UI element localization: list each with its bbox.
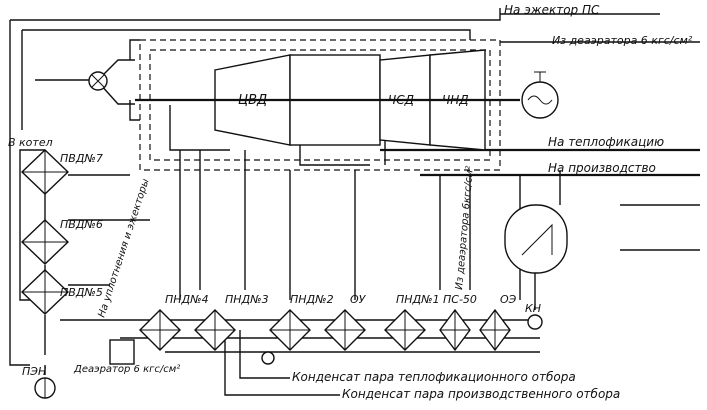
stop-valve [88,71,108,91]
pnd2-label: ПНД№2 [290,293,334,306]
to-boiler-label: В котел [8,136,53,149]
drain-pump-icon [261,351,275,365]
kn-label: КН [525,302,541,315]
ou-label: ОУ [350,293,367,306]
ejector-label: На эжектор ПС [504,3,600,17]
production-label: На производство [548,161,656,175]
feed-pump: ПЭН [22,365,56,399]
pnd-heaters: ПНД№4 ПНД№3 ПНД№2 ОУ ПНД№1 ПС-50 ОЭ [139,293,517,365]
ps50-label: ПС-50 [443,293,477,306]
turbine: ЦВД ЧСД ЧНД [214,49,486,151]
pen-label: ПЭН [22,365,46,378]
deaerator-top-label: Из деаэратора 6 кгс/см² [552,34,693,47]
kn-pump-icon [527,314,543,330]
cnd-label: ЧНД [442,93,469,107]
condenser: КН [504,204,568,330]
pnd3-label: ПНД№3 [225,293,269,306]
oe-label: ОЭ [500,293,517,306]
pvd6-label: ПВД№6 [60,218,103,231]
condenser-body [504,204,568,274]
cond-heating-label: Конденсат пара теплофикационного отбора [292,370,576,384]
pvd-heaters: В котел ПВД№7 ПВД№6 ПВД№5 [8,136,103,315]
deaerator-vert-label: Из деаэратора 6кгс/см² [454,165,476,290]
generator [521,71,559,119]
seals-ejectors-label: На уплотнения и эжекторы [96,177,151,318]
deaerator-box-label: Деаэратор 6 кгс/см² [73,364,180,375]
csd-label: ЧСД [388,93,414,107]
deaerator: Деаэратор 6 кгс/см² [73,339,180,375]
deaerator-tank [109,339,135,365]
cond-production-label: Конденсат пара производственного отбора [342,387,620,401]
cvd-label: ЦВД [238,93,267,108]
heating-label: На теплофикацию [548,135,664,149]
pvd7-label: ПВД№7 [60,152,103,165]
pvd5-label: ПВД№5 [60,286,103,299]
pnd4-label: ПНД№4 [165,293,209,306]
pnd1-label: ПНД№1 [396,293,440,306]
